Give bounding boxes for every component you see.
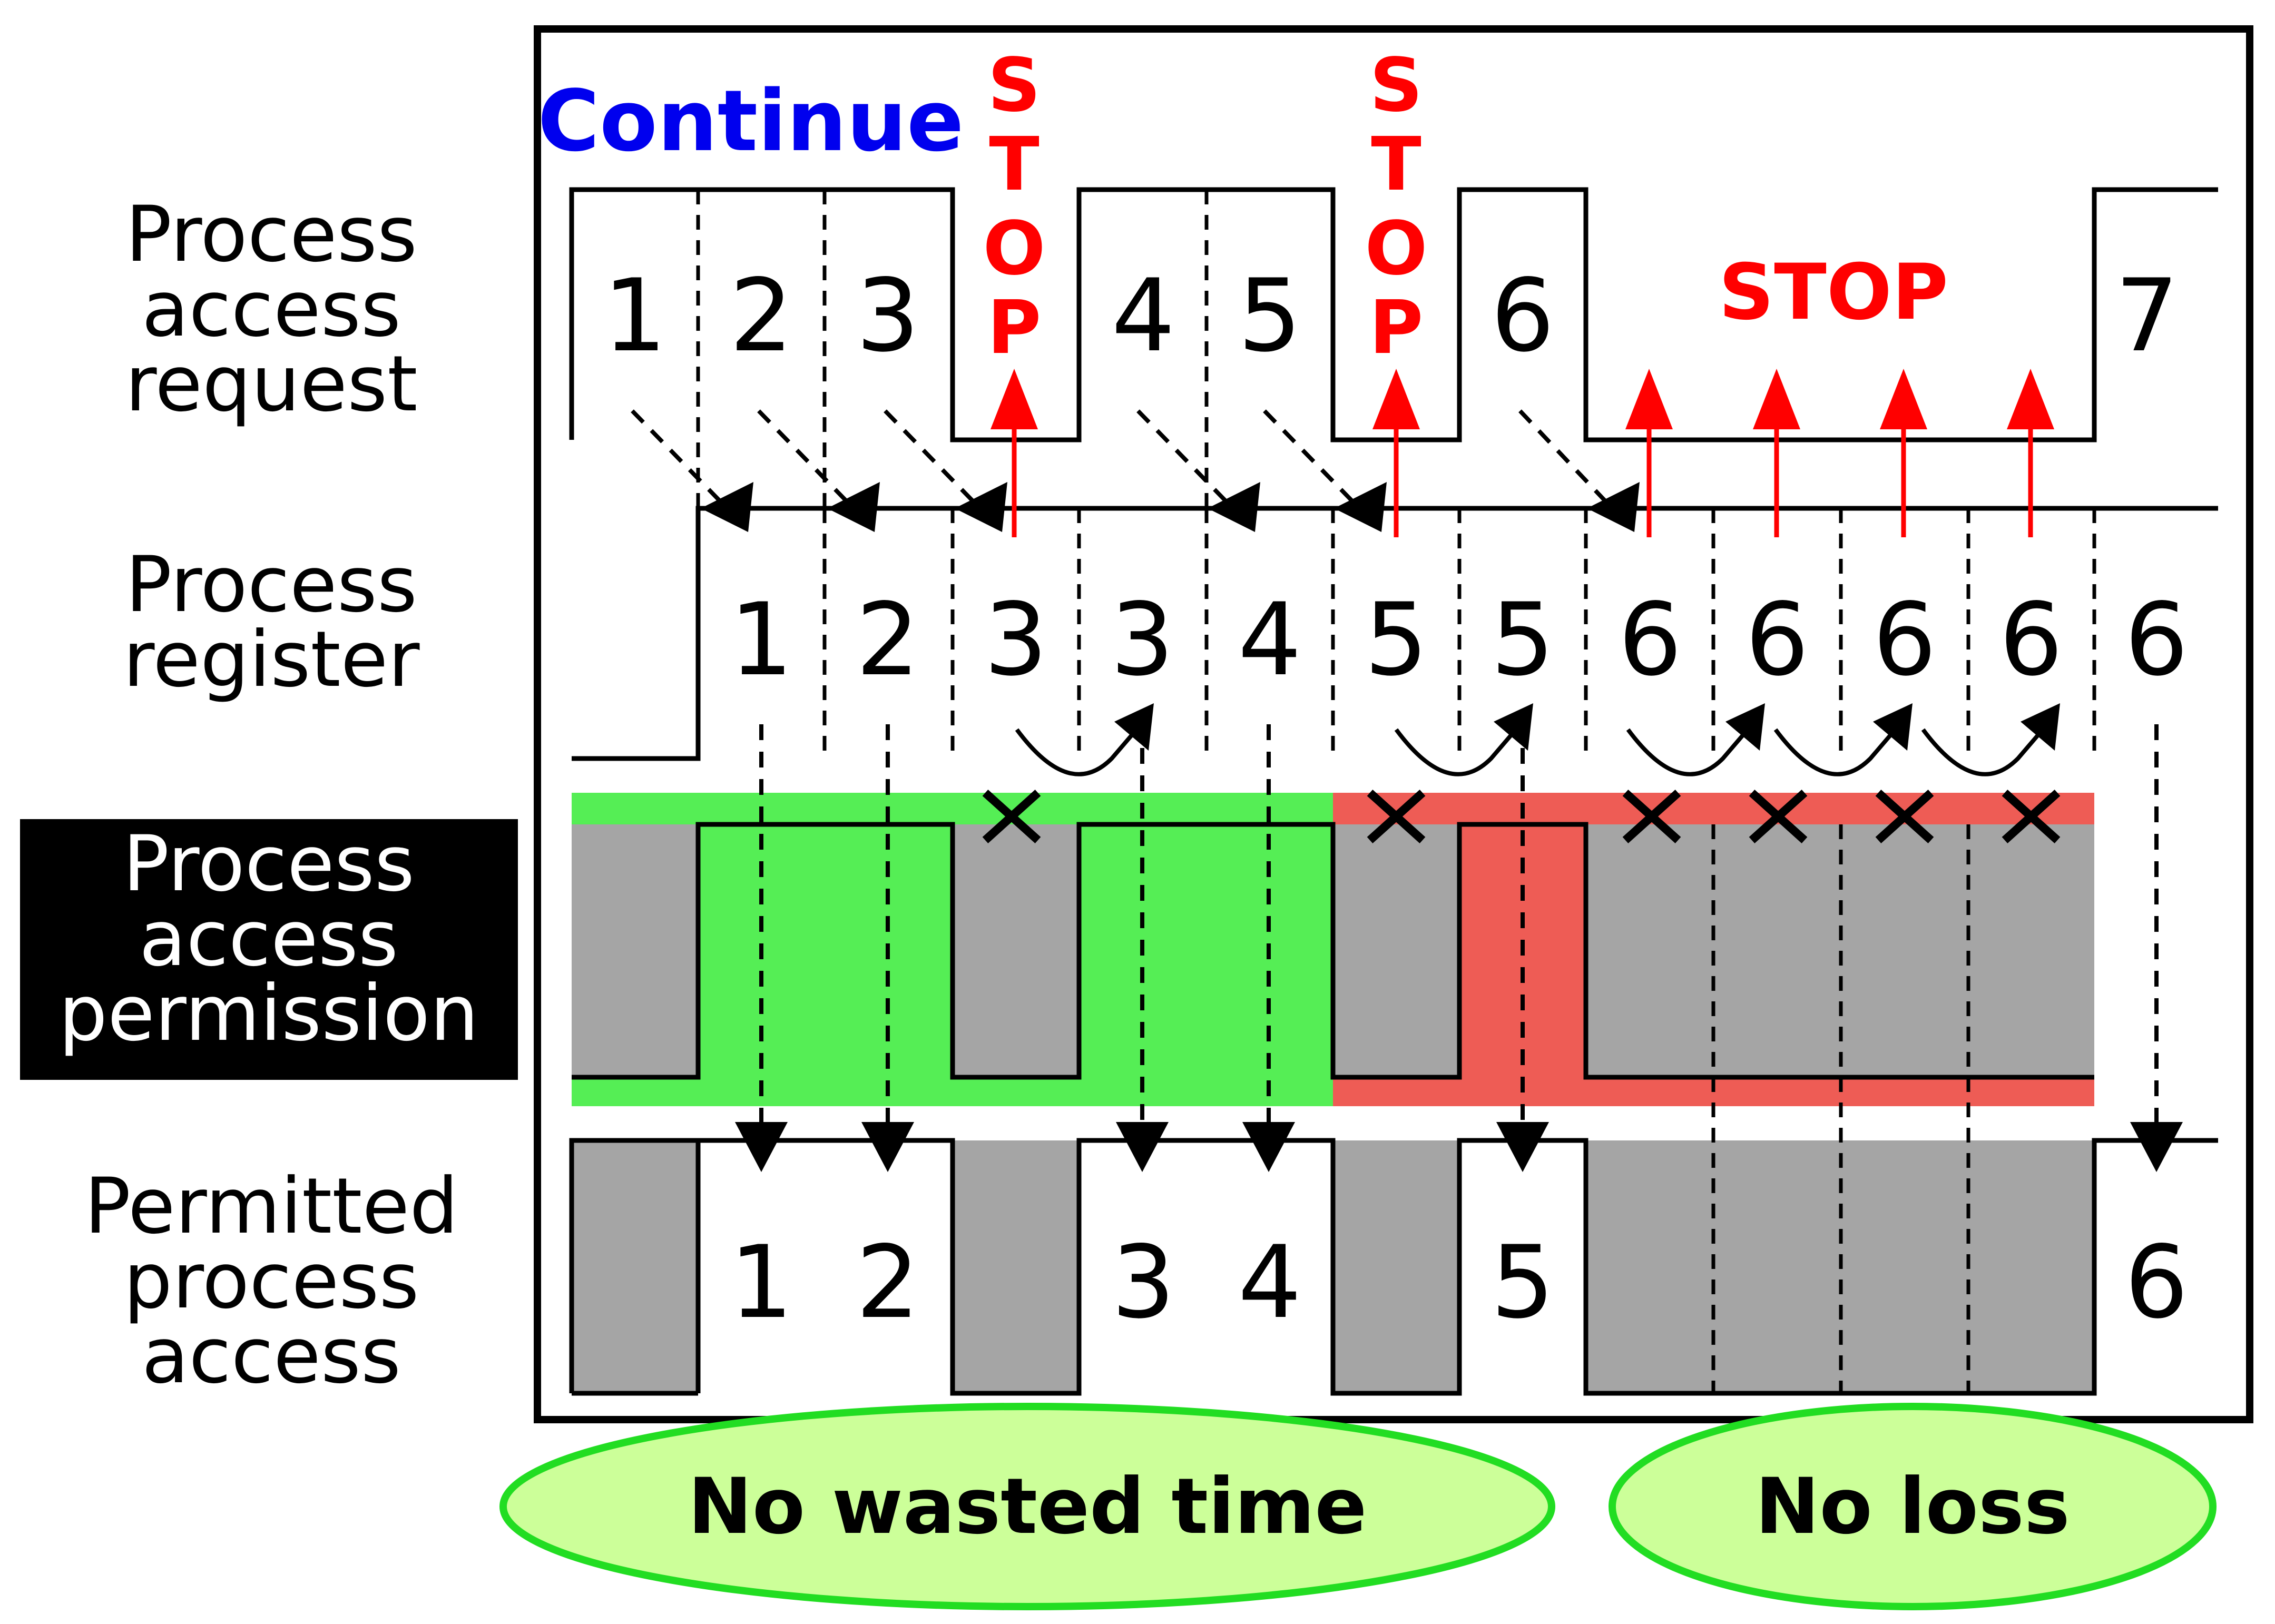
svg-text:1: 1 [730,582,793,698]
svg-text:4: 4 [1238,1224,1302,1341]
svg-text:O: O [1365,206,1427,292]
svg-text:6: 6 [1491,258,1555,374]
svg-text:2: 2 [856,1224,920,1341]
hold-arrows [1015,720,2052,776]
svg-text:S: S [988,43,1041,129]
svg-text:T: T [989,122,1040,208]
register-numbers: 1 2 3 3 4 5 5 6 6 6 6 6 [730,582,2189,698]
svg-text:process: process [123,1236,419,1326]
svg-text:5: 5 [1491,582,1555,698]
svg-text:7: 7 [2115,258,2179,374]
svg-text:1: 1 [603,258,667,374]
svg-text:5: 5 [1238,258,1302,374]
svg-text:permission: permission [58,969,478,1058]
row-label-permitted: Permitted process access [84,1162,458,1401]
svg-text:T: T [1371,122,1421,208]
diagram-frame [534,25,2253,1423]
svg-text:access: access [142,1311,401,1401]
request-waveform [569,187,2218,442]
stop-vertical-1: S T O P [983,43,1045,371]
stop-horizontal: STOP [1719,248,1948,337]
svg-text:3: 3 [856,258,920,374]
request-numbers: 1 2 3 4 5 6 7 [603,258,2179,374]
svg-text:register: register [123,615,420,704]
svg-text:4: 4 [1112,258,1175,374]
svg-text:Permitted: Permitted [84,1162,458,1251]
svg-text:O: O [983,206,1045,292]
svg-text:5: 5 [1491,1224,1555,1341]
stop-vertical-2: S T O P [1365,43,1427,371]
svg-text:6: 6 [1999,582,2063,698]
svg-text:P: P [987,285,1042,371]
svg-text:Process: Process [125,540,417,629]
svg-text:6: 6 [1619,582,1682,698]
svg-text:P: P [1369,285,1424,371]
permission-waveform [572,822,2094,1080]
register-to-permitted-arrows [759,724,2159,1127]
svg-text:6: 6 [2125,582,2189,698]
svg-text:2: 2 [730,258,793,374]
register-dividers [822,508,2096,761]
svg-text:request: request [125,339,418,429]
row-label-register: Process register [123,540,420,704]
badge-no-wasted-time: No wasted time [499,1403,1555,1610]
svg-text:3: 3 [984,582,1048,698]
svg-text:5: 5 [1365,582,1428,698]
row-label-request: Process access request [125,190,418,429]
svg-text:access: access [142,264,401,354]
continue-label: Continue [538,72,964,170]
stop-arrows [991,369,2054,537]
svg-text:Process: Process [123,819,415,909]
svg-text:2: 2 [856,582,920,698]
svg-text:6: 6 [1873,582,1937,698]
request-to-register-arrows [631,409,1614,510]
lower-dividers [1711,824,1970,1393]
x-marks [982,790,2061,843]
svg-text:6: 6 [1746,582,1809,698]
request-dividers [696,190,1209,508]
badge-no-loss: No loss [1609,1403,2217,1610]
register-arrowheads [701,482,1640,532]
svg-text:Process: Process [125,190,417,279]
svg-text:6: 6 [2125,1224,2189,1341]
svg-text:1: 1 [730,1224,793,1341]
svg-text:S: S [1370,43,1423,129]
svg-text:3: 3 [1111,582,1174,698]
svg-text:4: 4 [1238,582,1302,698]
svg-text:No loss: No loss [1755,1462,2070,1551]
permitted-numbers: 1 2 3 4 5 6 [730,1224,2189,1341]
svg-text:3: 3 [1112,1224,1175,1341]
permitted-arrowheads [735,1122,2183,1172]
hold-arrowheads [1114,703,2060,751]
svg-text:No wasted time: No wasted time [688,1462,1367,1551]
row-label-permission: Process access permission [20,819,518,1080]
svg-text:access: access [139,894,398,983]
